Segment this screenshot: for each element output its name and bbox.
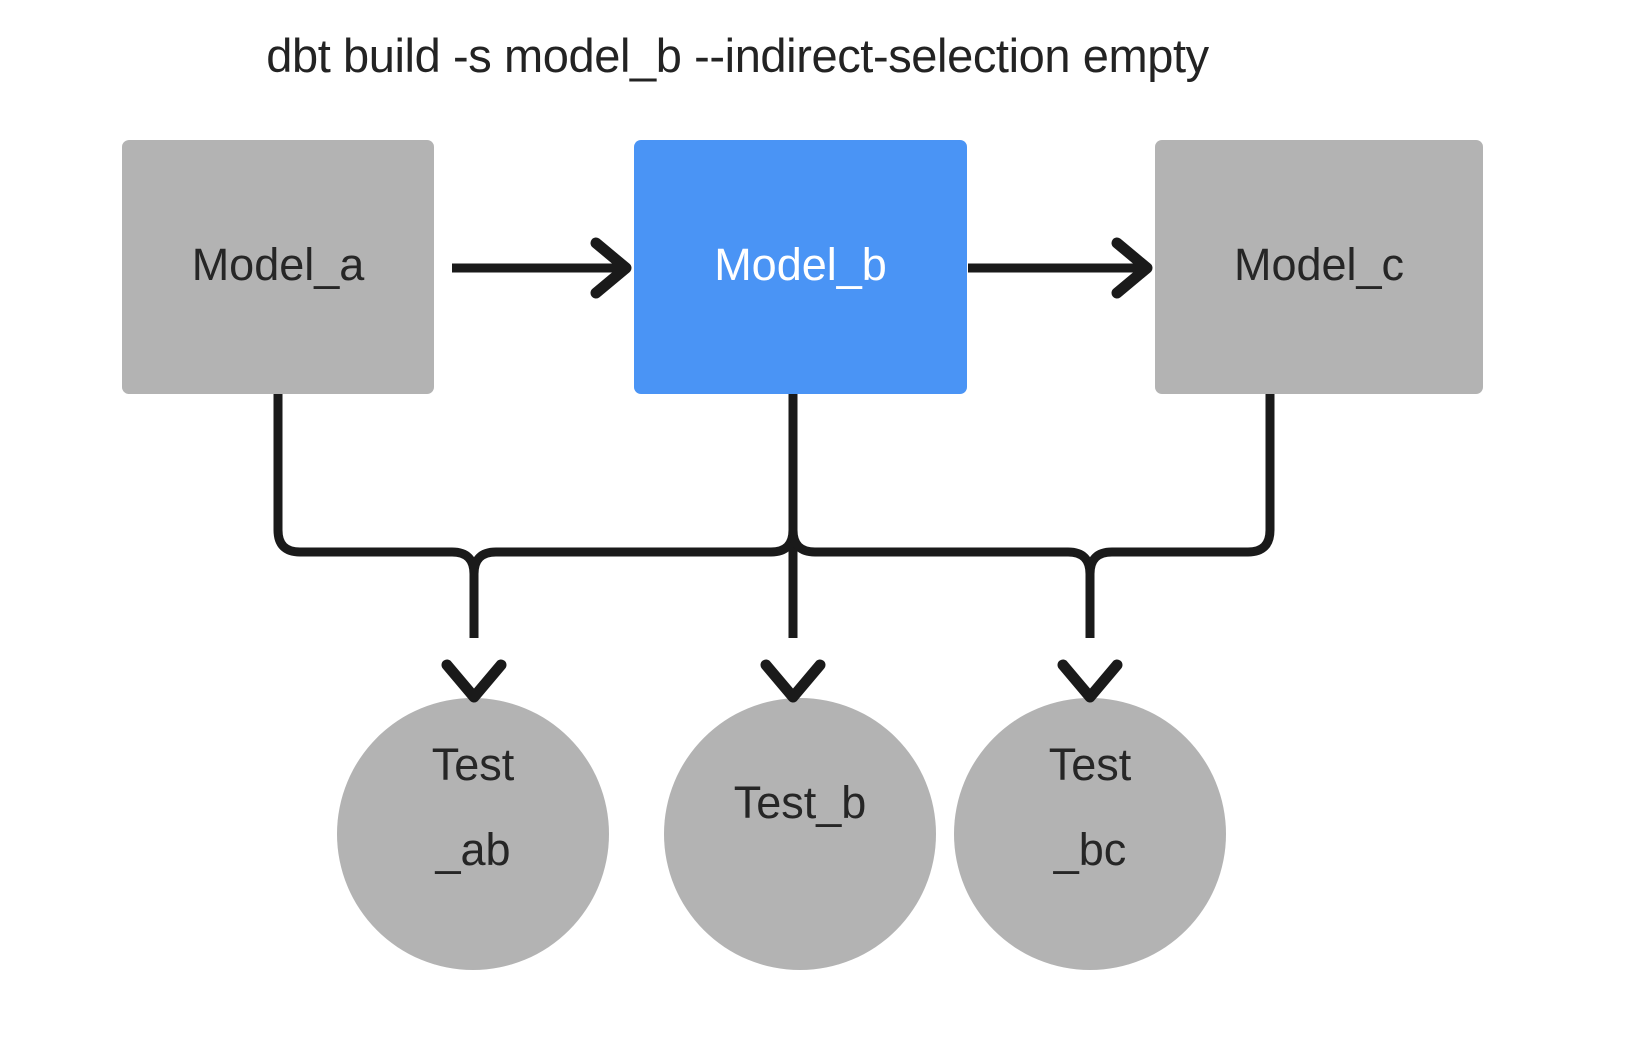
arrowhead-layer [441, 237, 1153, 703]
edge-model-b-to-test-bc [788, 394, 1095, 638]
edge-model-a-to-test-ab [273, 394, 479, 638]
node-test-ab[interactable] [337, 698, 609, 970]
arrowhead-to-model-c [1111, 237, 1153, 299]
node-model-b[interactable] [634, 140, 967, 394]
arrowhead-to-model-b [590, 237, 632, 299]
edge-layer [273, 263, 1275, 638]
arrowhead-to-test-ab [441, 659, 507, 703]
node-model-a[interactable] [122, 140, 434, 394]
diagram-title: dbt build -s model_b --indirect-selectio… [266, 29, 1209, 82]
node-model-c[interactable] [1155, 140, 1483, 394]
node-test-b[interactable] [664, 698, 936, 970]
arrowhead-to-test-bc [1057, 659, 1123, 703]
arrowhead-to-test-b [760, 659, 826, 703]
edge-model-c-to-test-bc [1085, 394, 1275, 638]
edge-model-b-to-test-ab [469, 394, 798, 638]
node-test-bc[interactable] [954, 698, 1226, 970]
